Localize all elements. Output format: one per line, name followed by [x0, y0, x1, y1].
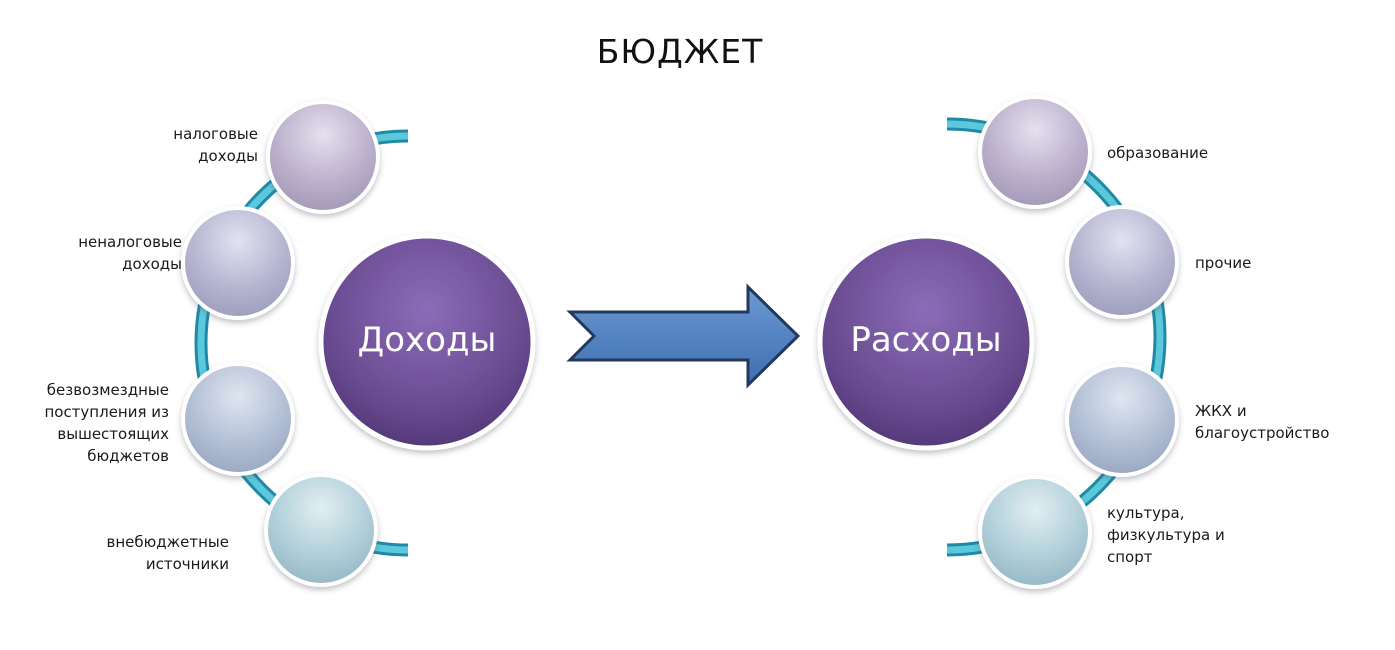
- expenses-item-label-4: культура, физкультура и спорт: [1107, 504, 1225, 566]
- flow-arrow: [566, 283, 801, 389]
- income-node-1: [266, 100, 380, 214]
- diagram-title: БЮДЖЕТ: [596, 32, 764, 71]
- expenses-item-label-1: образование: [1107, 144, 1209, 162]
- expenses-item-label-3: ЖКХ и благоустройство: [1195, 402, 1330, 442]
- income-node-4: [264, 473, 378, 587]
- expenses-hub-label: Расходы: [850, 320, 1002, 360]
- expenses-item-label-2: прочие: [1195, 254, 1252, 272]
- income-item-label-3: безвозмездные поступления из вышестоящих…: [44, 381, 169, 465]
- income-hub-label: Доходы: [357, 320, 497, 360]
- expenses-node-2: [1065, 205, 1179, 319]
- expenses-node-1: [978, 95, 1092, 209]
- income-item-label-1: налоговые доходы: [173, 125, 258, 165]
- expenses-hub-circle: [817, 233, 1035, 451]
- income-item-label-4: внебюджетные источники: [106, 533, 229, 573]
- expenses-node-4: [978, 475, 1092, 589]
- income-node-3: [181, 362, 295, 476]
- income-hub-circle: [318, 233, 536, 451]
- income-node-2: [181, 206, 295, 320]
- income-item-label-2: неналоговые доходы: [78, 233, 182, 273]
- expenses-node-3: [1065, 363, 1179, 477]
